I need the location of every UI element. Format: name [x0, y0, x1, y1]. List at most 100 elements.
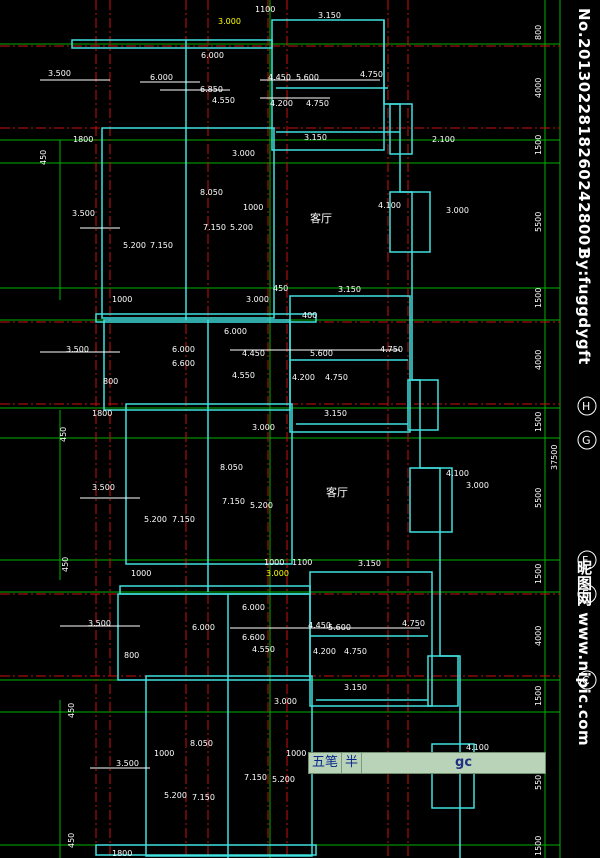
right-dim-11: 550	[534, 775, 543, 790]
dim-3000-c: 3.000	[446, 206, 469, 215]
right-dim-9: 4000	[534, 626, 543, 646]
dim-1800-b: 1800	[92, 409, 112, 418]
dim-450-a: 450	[273, 284, 288, 293]
dim-800-a: 800	[103, 377, 118, 386]
right-dim-4: 1500	[534, 288, 543, 308]
dim-3150-d: 3.150	[324, 409, 347, 418]
dim-4200-c: 4.200	[313, 647, 336, 656]
dim-2100: 2.100	[432, 135, 455, 144]
right-dim-7: 5500	[534, 488, 543, 508]
dim-4100-c: 4.100	[466, 743, 489, 752]
dim-7150-f: 7.150	[244, 773, 267, 782]
dim-1100-b: 1100	[292, 558, 312, 567]
room-label-top: 客厅	[310, 211, 332, 225]
dim-5600-a: 5.600	[296, 73, 319, 82]
dim-3500-d: 3.500	[92, 483, 115, 492]
right-dim-3: 5500	[534, 212, 543, 232]
right-dim-0: 800	[534, 25, 543, 40]
watermark-id: No.20130228182602428001	[575, 8, 593, 257]
ime-width-label[interactable]: 半	[342, 753, 363, 773]
dim-7150-a: 7.150	[150, 241, 173, 250]
dim-4750-e: 4.750	[402, 619, 425, 628]
dim-1100-top: 1100	[255, 5, 275, 14]
dimension-ticks	[40, 79, 420, 769]
dim-5200-e: 5.200	[164, 791, 187, 800]
dim-3150-top: 3.150	[318, 11, 341, 20]
watermark-site: 昵图网 www.nipic.com	[575, 560, 593, 747]
dim-4100-b: 4.100	[446, 469, 469, 478]
dim-4200-b: 4.200	[292, 373, 315, 382]
dim-8050-a: 8.050	[200, 188, 223, 197]
dim-1000-a: 1000	[243, 203, 263, 212]
right-dim-5: 4000	[534, 350, 543, 370]
axis-bubble-e: E	[582, 588, 589, 601]
dim-4750-f: 4.750	[344, 647, 367, 656]
dim-5600-c: 5.600	[328, 623, 351, 632]
dim-3150-e: 3.150	[358, 559, 381, 568]
dim-3500-e: 3.500	[88, 619, 111, 628]
dim-6600-a: 6.600	[172, 359, 195, 368]
dim-3000-g: 3.000	[266, 569, 289, 578]
dim-450-e: 450	[67, 703, 76, 718]
dim-3150-f: 3.150	[344, 683, 367, 692]
dim-450-c: 450	[59, 427, 68, 442]
dim-3000-e: 3.000	[252, 423, 275, 432]
dim-6000-c: 6.000	[224, 327, 247, 336]
dim-4450-a: 4.450	[268, 73, 291, 82]
dim-1000-e: 1000	[154, 749, 174, 758]
watermark-strip: No.20130228182602428001 By:fuggdygft 昵图网…	[568, 0, 600, 858]
dim-3150-c: 3.150	[338, 285, 361, 294]
dim-3500-f: 3.500	[116, 759, 139, 768]
dim-3000-d: 3.000	[246, 295, 269, 304]
dim-6000-b: 6.000	[150, 73, 173, 82]
dim-3000-top: 3.000	[218, 17, 241, 26]
ime-mode-label[interactable]: 五笔	[309, 753, 343, 773]
dim-4750-d: 4.750	[325, 373, 348, 382]
green-vertical-lines	[59, 0, 561, 858]
room-label-mid: 客厅	[326, 485, 348, 499]
dim-3000-b: 3.000	[232, 149, 255, 158]
dim-4100-a: 4.100	[378, 201, 401, 210]
dim-3000-f: 3.000	[466, 481, 489, 490]
dim-5200-a: 5.200	[123, 241, 146, 250]
total-dim: 37500	[550, 445, 559, 470]
dim-800-b: 800	[124, 651, 139, 660]
dim-5200-f: 5.200	[272, 775, 295, 784]
dim-4200-a: 4.200	[270, 99, 293, 108]
dim-3000-h: 3.000	[274, 697, 297, 706]
dim-1000-b: 1000	[112, 295, 132, 304]
red-axis-lines	[0, 0, 560, 858]
dim-6600-b: 6.600	[242, 633, 265, 642]
dim-7150-e: 7.150	[192, 793, 215, 802]
dim-6000-f: 6.000	[192, 623, 215, 632]
dim-4550-b: 4.550	[232, 371, 255, 380]
dim-400-a: 400	[302, 311, 317, 320]
dim-4450-b: 4.450	[242, 349, 265, 358]
dim-1000-f: 1000	[286, 749, 306, 758]
dim-450-b: 450	[39, 150, 48, 165]
axis-bubble-g: G	[582, 434, 591, 447]
dim-4550-c: 4.550	[252, 645, 275, 654]
dim-8050-c: 8.050	[190, 739, 213, 748]
dim-1000-c: 1000	[264, 558, 284, 567]
dim-4450-c: 4.450	[308, 621, 331, 630]
green-horizontal-lines	[0, 43, 560, 846]
right-dim-8: 1500	[534, 564, 543, 584]
ime-input-bar[interactable]: 五笔 半 gc	[308, 752, 546, 774]
dim-1000-d: 1000	[131, 569, 151, 578]
right-dim-10: 1500	[534, 686, 543, 706]
right-dim-6: 1500	[534, 412, 543, 432]
right-dim-12: 1500	[534, 836, 543, 856]
axis-bubble-f: F	[582, 554, 588, 567]
dim-7150-c: 7.150	[222, 497, 245, 506]
dim-4550-a: 4.550	[212, 96, 235, 105]
cad-text-layer: 3.000 1100 3.150 3.500 6.000 6.000 6.850…	[39, 5, 591, 858]
dim-4750-b: 4.750	[306, 99, 329, 108]
dim-7150-b: 7.150	[203, 223, 226, 232]
right-dim-1: 4000	[534, 78, 543, 98]
dim-4750-a: 4.750	[360, 70, 383, 79]
axis-bubble-circles	[577, 396, 597, 690]
dim-450-f: 450	[67, 833, 76, 848]
watermark-author: By:fuggdygft	[575, 248, 593, 365]
dim-6000-d: 6.000	[172, 345, 195, 354]
